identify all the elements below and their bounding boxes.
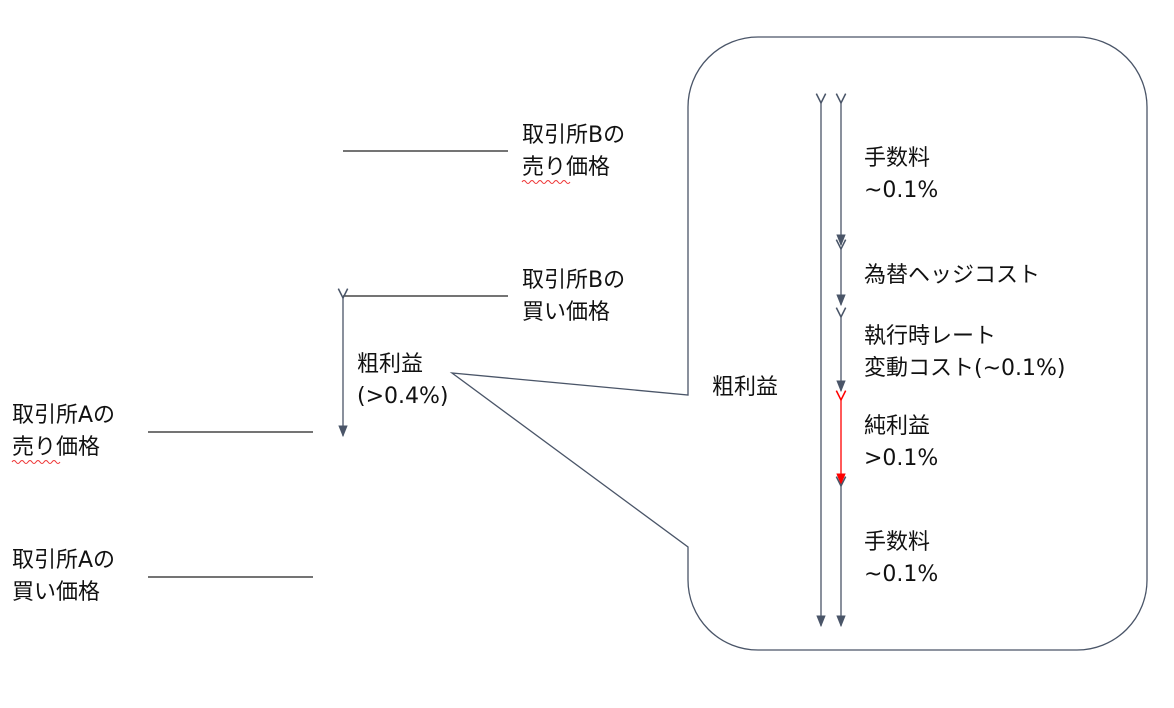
gross-profit-label: 粗利益 (>0.4%) [357,349,449,413]
b-sell-price-label: 取引所Bの売り価格 [522,120,625,184]
execution-rate-label: 執行時レート変動コスト(~0.1%) [864,321,1066,385]
label-line: 買い価格 [522,300,611,325]
label-line: ~0.1% [864,178,939,203]
spellcheck-underline-a [11,460,61,464]
label-line: 買い価格 [12,580,101,605]
label-line: 執行時レート [864,324,997,349]
net-profit-label: 純利益 >0.1% [864,411,938,475]
spellcheck-underline-b [521,180,571,184]
label-line: (>0.4%) [357,384,449,409]
fee-label-2: 手数料 ~0.1% [864,527,938,591]
label-line: 手数料 [864,530,931,555]
label-line: 取引所Aの [12,548,116,573]
label-line: 売り価格 [522,155,611,180]
fee-label-1: 手数料 ~0.1% [864,143,938,207]
label-line: ~0.1% [864,562,939,587]
label-line: 為替ヘッジコスト [864,263,1041,288]
label-line: 取引所Bの [522,268,626,293]
a-sell-price-label: 取引所Aの売り価格 [12,400,115,464]
label-line: 取引所Aの [12,403,116,428]
callout-bubble [449,36,1148,651]
label-line: 変動コスト(~0.1%) [864,356,1066,381]
a-buy-price-label: 取引所Aの買い価格 [12,545,115,609]
label-line: 売り価格 [12,435,101,460]
label-line: 取引所Bの [522,123,626,148]
b-buy-price-label: 取引所Bの買い価格 [522,265,625,329]
label-line: 純利益 [864,414,931,439]
callout-gross-label: 粗利益 [712,375,779,400]
label-line: 手数料 [864,146,931,171]
label-line: >0.1% [864,446,939,471]
fx-hedge-label: 為替ヘッジコスト [864,260,1040,292]
label-line: 粗利益 [357,352,424,377]
